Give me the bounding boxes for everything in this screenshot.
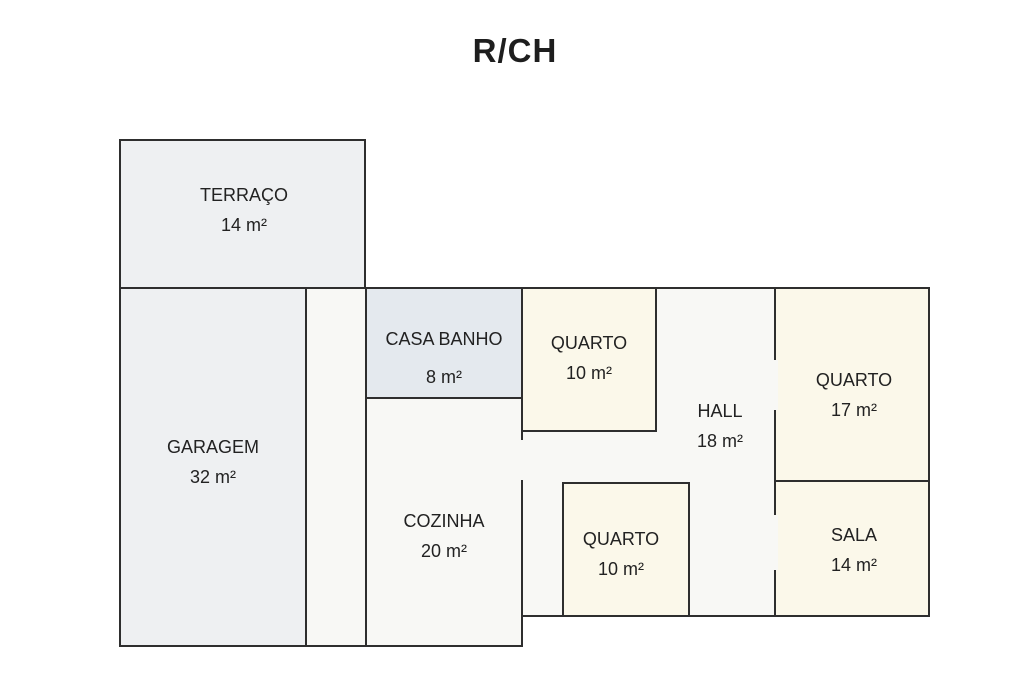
wall-segment xyxy=(521,615,930,617)
room-sala-area: 14 m² xyxy=(830,555,877,575)
corridor-strip xyxy=(305,287,367,647)
label-casa-banho: CASA BANHO 8 m² xyxy=(365,320,523,396)
room-quarto-a xyxy=(521,287,657,432)
room-quarto-c-name: QUARTO xyxy=(815,370,893,390)
room-terraco-area: 14 m² xyxy=(220,215,267,235)
room-sala xyxy=(774,480,930,617)
door-opening xyxy=(519,440,525,480)
room-quarto-a-name: QUARTO xyxy=(550,333,628,353)
label-terraco: TERRAÇO 14 m² xyxy=(119,180,369,240)
room-quarto-c-area: 17 m² xyxy=(830,400,877,420)
room-quarto-b xyxy=(562,482,690,617)
label-hall: HALL 18 m² xyxy=(680,396,760,456)
label-quarto-b: QUARTO 10 m² xyxy=(562,524,680,584)
label-sala: SALA 14 m² xyxy=(774,520,934,580)
room-cozinha xyxy=(365,397,523,647)
room-terraco-name: TERRAÇO xyxy=(199,185,288,205)
room-casa-banho-area: 8 m² xyxy=(426,367,462,387)
room-quarto-c xyxy=(774,287,930,482)
room-quarto-b-area: 10 m² xyxy=(597,559,644,579)
room-hall-name: HALL xyxy=(697,401,743,421)
room-quarto-a-area: 10 m² xyxy=(565,363,612,383)
page-title: R/CH xyxy=(472,32,558,69)
room-terraco xyxy=(119,139,366,289)
room-cozinha-area: 20 m² xyxy=(420,541,467,561)
room-garagem-area: 32 m² xyxy=(189,467,236,487)
room-casa-banho-name: CASA BANHO xyxy=(385,329,503,349)
room-garagem-name: GARAGEM xyxy=(166,437,259,457)
door-opening xyxy=(772,515,778,570)
label-garagem: GARAGEM 32 m² xyxy=(119,432,307,492)
room-garagem xyxy=(119,287,307,647)
room-cozinha-name: COZINHA xyxy=(403,511,485,531)
label-quarto-a: QUARTO 10 m² xyxy=(521,328,657,388)
room-sala-name: SALA xyxy=(830,525,878,545)
room-quarto-b-name: QUARTO xyxy=(582,529,660,549)
door-opening xyxy=(772,360,778,410)
label-cozinha: COZINHA 20 m² xyxy=(365,506,523,566)
room-hall-area: 18 m² xyxy=(696,431,743,451)
room-casa-banho xyxy=(365,287,523,399)
label-quarto-c: QUARTO 17 m² xyxy=(774,365,934,425)
